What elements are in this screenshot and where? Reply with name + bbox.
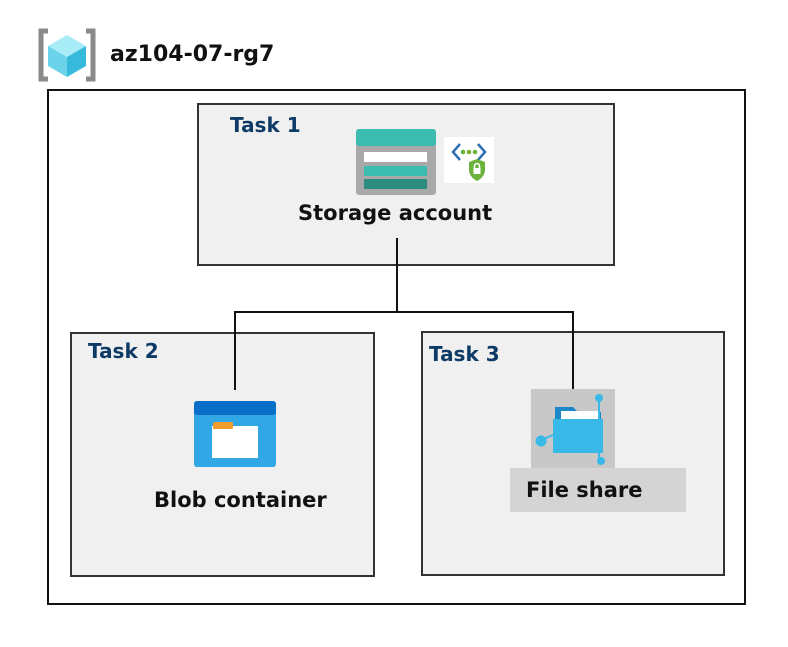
file-share-label-plate (510, 468, 686, 512)
task-1-label: Task 1 (230, 113, 301, 137)
private-endpoint-lock-icon (444, 137, 494, 183)
storage-account-label: Storage account (298, 201, 493, 225)
resource-group-frame (47, 89, 746, 605)
blob-container-label: Blob container (154, 488, 327, 512)
resource-group-icon (38, 28, 96, 82)
file-share-label: File share (526, 478, 643, 502)
storage-account-icon (356, 129, 436, 195)
blob-container-icon (194, 401, 276, 467)
task-3-label: Task 3 (429, 342, 500, 366)
file-share-icon (531, 389, 615, 469)
task-2-label: Task 2 (88, 339, 159, 363)
resource-group-name: az104-07-rg7 (110, 42, 275, 67)
